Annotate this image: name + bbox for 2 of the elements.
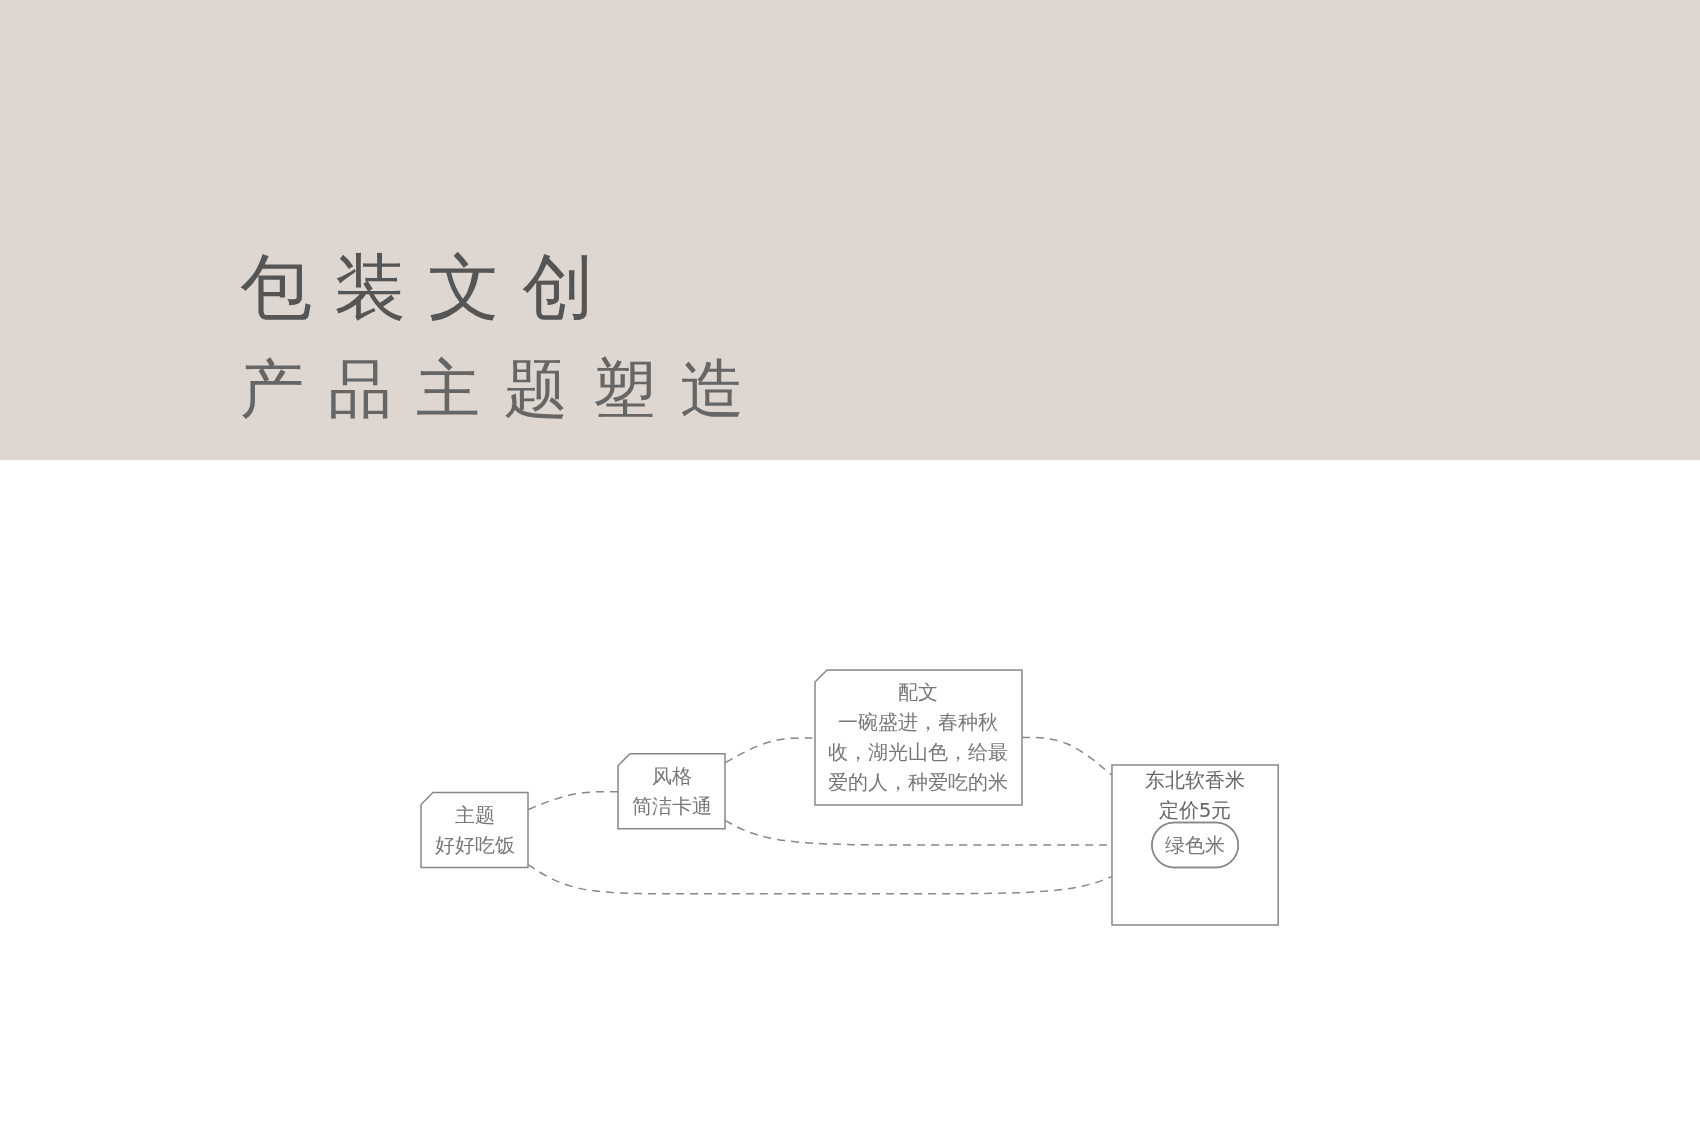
subtitle: 产品主题塑造 (240, 351, 769, 428)
title: 包装文创 (240, 244, 617, 331)
